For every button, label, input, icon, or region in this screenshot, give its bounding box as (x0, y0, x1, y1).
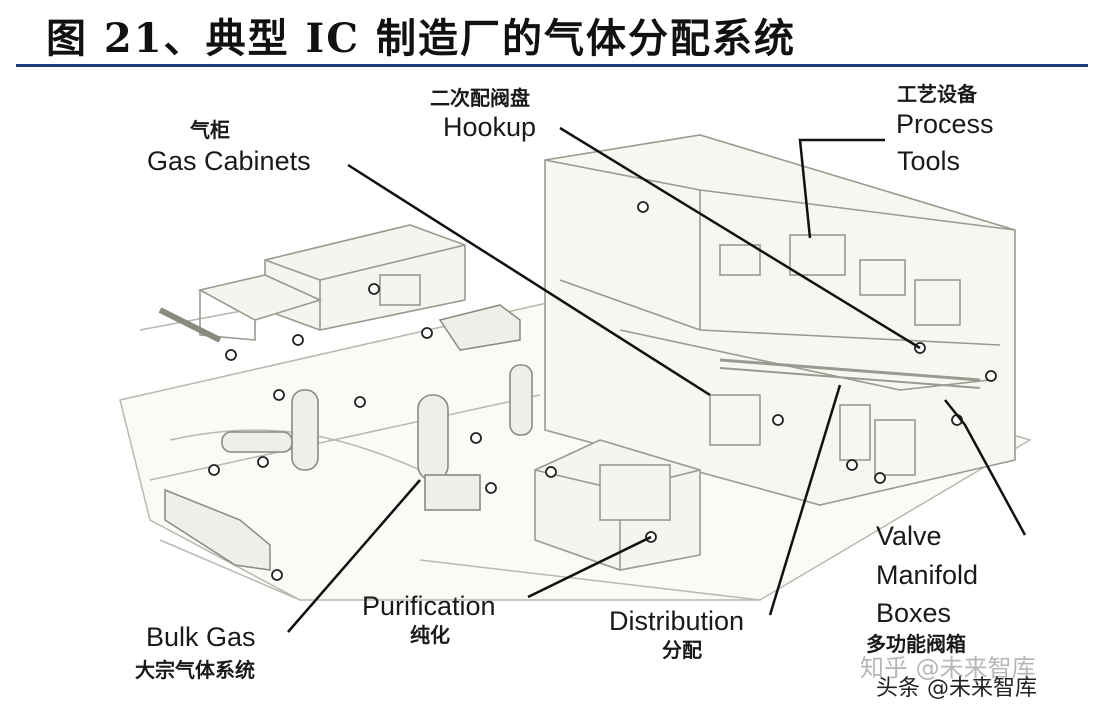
distribution-label-cn: 分配 (662, 638, 702, 662)
figure-title: 图 21、典型 IC 制造厂的气体分配系统 (46, 15, 796, 62)
bulk-gas-tanks (221, 364, 533, 511)
gas-cabinet-building (197, 224, 466, 341)
gas-cabinets-label-cn: 气柜 (190, 118, 230, 142)
hookup-label-en: Hookup (443, 112, 537, 142)
callout-purification (527, 535, 652, 599)
gas-cabinets-label-en: Gas Cabinets (147, 146, 311, 176)
bulk-gas-label-cn: 大宗气体系统 (135, 658, 255, 682)
watermark-toutiao: 头条 @未来智库 (876, 676, 1037, 701)
valve-boxes-label-en-2: Manifold (876, 560, 979, 590)
callout-hookup (559, 126, 921, 350)
valve-boxes-label-cn: 多功能阀箱 (866, 632, 966, 656)
purification-label-cn: 纯化 (410, 623, 450, 647)
valve-boxes-label-en-1: Valve (876, 521, 942, 551)
callout-distribution (768, 384, 842, 616)
hookup-label-cn: 二次配阀盘 (430, 86, 530, 110)
process-tools-label-en-2: Tools (897, 146, 961, 176)
callout-process-tools (798, 138, 885, 239)
process-tools-label-en-1: Process (896, 109, 994, 139)
callout-lines (287, 126, 1027, 633)
fab-building (544, 134, 1016, 506)
distribution-label-en: Distribution (609, 606, 745, 636)
process-tools-label-cn: 工艺设备 (897, 82, 977, 106)
location-markers (208, 201, 997, 581)
callout-valve-boxes (944, 399, 1027, 536)
valve-boxes-label-en-3: Boxes (876, 598, 952, 628)
title-divider (16, 64, 1088, 67)
trucks (158, 304, 521, 571)
purification-label-en: Purification (362, 591, 496, 621)
bulk-gas-label-en: Bulk Gas (146, 622, 256, 652)
watermark-zhihu: 知乎 @未来智库 (860, 654, 1036, 682)
callout-bulk-gas (287, 479, 421, 633)
distribution-building (534, 439, 701, 571)
callout-gas-cabinets (347, 163, 711, 397)
